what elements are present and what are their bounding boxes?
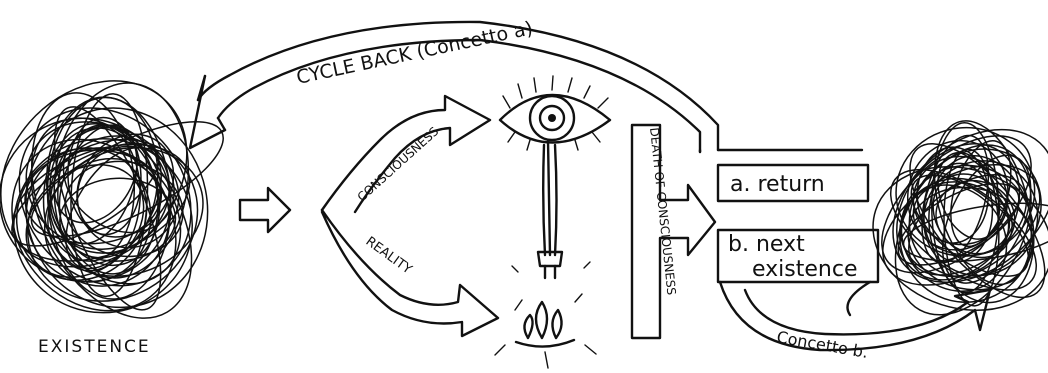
- scribble-loop: [0, 73, 226, 320]
- forward-arrow: [240, 188, 290, 232]
- cycle-back-label: CYCLE BACK (Concetto a): [294, 17, 534, 89]
- reality-branch-arrow: [322, 210, 498, 336]
- next-existence-label-line2: existence: [752, 257, 857, 282]
- right-existence-scribble-icon: [854, 98, 1048, 338]
- return-option-label: a. return: [730, 172, 825, 197]
- death-of-consciousness-arrow: [632, 125, 715, 338]
- next-existence-label-line1: b. next: [728, 232, 805, 257]
- flame-icon: [495, 294, 596, 368]
- power-plug-icon: [512, 140, 590, 278]
- cycle-back-arrow: [190, 22, 862, 152]
- reality-label: REALITY: [363, 234, 415, 277]
- eye-icon: [500, 76, 610, 150]
- concetto-b-label: Concetto b.: [775, 327, 869, 362]
- existence-label: EXISTENCE: [38, 337, 151, 357]
- consciousness-label: CONSCIOUSNESS: [355, 124, 442, 204]
- death-of-consciousness-label: DEATH OF CONSCIOUSNESS: [647, 127, 679, 296]
